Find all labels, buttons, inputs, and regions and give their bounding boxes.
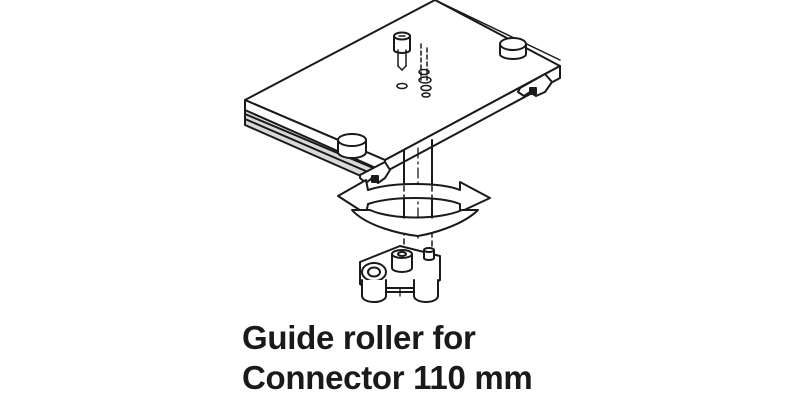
rail-end-profile-right (517, 73, 553, 97)
assembly-illustration (244, 0, 561, 303)
caption: Guide roller for Connector 110 mm (242, 318, 682, 398)
washers (418, 43, 432, 98)
guide-roller (359, 245, 441, 303)
knob-left (337, 133, 367, 159)
rail-end-profile-left (359, 161, 391, 184)
screw (393, 31, 411, 90)
knob-right (499, 37, 527, 60)
caption-line-1: Guide roller for (242, 319, 476, 356)
rotation-arrow-icon (337, 179, 491, 237)
caption-line-2: Connector 110 mm (242, 359, 533, 396)
